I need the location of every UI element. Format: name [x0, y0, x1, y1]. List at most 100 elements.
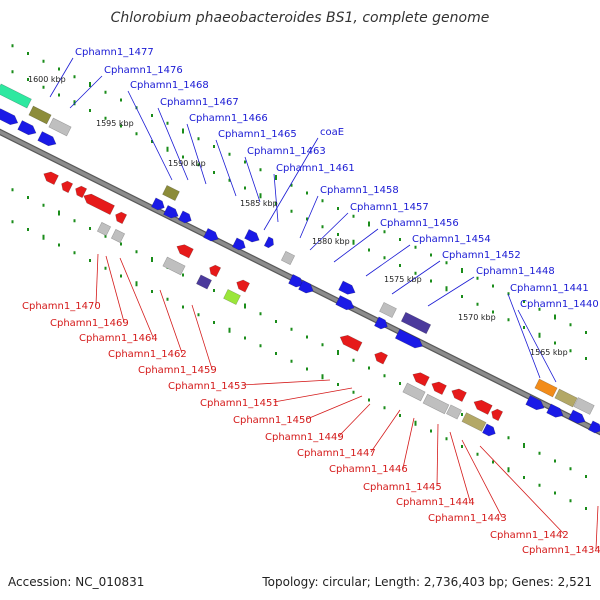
scale-tick — [213, 171, 215, 174]
gene-feature — [162, 184, 180, 202]
gene-feature — [231, 237, 246, 251]
label-leader-lines — [49, 57, 599, 550]
scale-tick — [73, 251, 76, 255]
gene-label: Cphamn1_1444 — [396, 497, 475, 508]
scale-tick — [197, 137, 200, 141]
gene-feature — [236, 279, 251, 293]
scale-tick — [275, 320, 277, 323]
scale-tick — [259, 312, 262, 316]
leader-line — [595, 505, 599, 550]
scale-tick — [569, 467, 572, 471]
gene-feature — [554, 388, 578, 408]
leader-line — [306, 395, 363, 420]
gene-label: Cphamn1_1463 — [247, 146, 326, 157]
scale-tick — [569, 323, 572, 327]
leader-line — [402, 417, 415, 469]
scale-tick — [89, 259, 91, 262]
leader-line — [461, 439, 503, 518]
gene-feature — [195, 274, 213, 290]
leader-line — [127, 90, 173, 181]
gene-label: Cphamn1_1450 — [233, 415, 312, 426]
scale-tick — [337, 207, 339, 210]
scale-tick — [58, 210, 60, 216]
scale-tick — [27, 228, 29, 231]
gene-label: Cphamn1_1451 — [200, 398, 279, 409]
scale-tick — [104, 116, 107, 120]
scale-tick — [306, 367, 308, 371]
scale-tick — [290, 183, 293, 187]
scale-tick — [151, 290, 153, 293]
gene-label: Cphamn1_1443 — [428, 513, 507, 524]
gene-label: Cphamn1_1461 — [276, 163, 355, 174]
scale-tick — [11, 188, 14, 192]
gene-label: Cphamn1_1446 — [329, 464, 408, 475]
leader-line — [69, 75, 103, 109]
gene-feature — [338, 280, 356, 295]
gene-feature — [150, 197, 165, 211]
scale-tick — [321, 374, 324, 380]
scale-tick — [430, 279, 432, 283]
gene-label: Cphamn1_1466 — [189, 113, 268, 124]
scale-tick — [73, 75, 76, 79]
scale-tick — [368, 248, 370, 252]
scale-tick — [414, 420, 417, 426]
scale-tick — [554, 341, 556, 345]
scale-tick — [120, 274, 122, 278]
scale-tick — [399, 264, 401, 267]
scale-tick — [445, 286, 448, 292]
scale-tick — [399, 414, 401, 417]
leader-line — [479, 445, 565, 535]
scale-tick — [445, 437, 448, 441]
leader-line — [241, 379, 331, 386]
scale-tick — [228, 178, 231, 182]
leader-line — [157, 107, 189, 181]
scale-tick — [58, 243, 60, 247]
gene-label: Cphamn1_1458 — [320, 185, 399, 196]
scale-tick — [306, 191, 308, 195]
scale-tick — [213, 321, 215, 324]
scale-tick — [321, 199, 324, 203]
scale-tick — [42, 85, 45, 89]
gene-feature — [110, 228, 126, 244]
scale-tick — [73, 100, 76, 106]
scale-tick — [290, 209, 293, 213]
scale-tick — [383, 406, 386, 410]
scale-tick — [228, 152, 231, 156]
scale-tick — [538, 483, 541, 487]
scale-tick — [306, 217, 308, 221]
gene-feature — [96, 221, 112, 237]
leader-line — [263, 137, 319, 231]
scale-tick — [352, 390, 355, 394]
gene-feature — [394, 328, 423, 349]
gene-label: Cphamn1_1434 — [522, 545, 600, 556]
leader-line — [299, 195, 319, 239]
gene-feature — [209, 264, 222, 278]
scale-tick — [538, 307, 541, 311]
scale-tick — [275, 202, 277, 205]
scale-tick — [399, 382, 401, 385]
gene-label: Cphamn1_1469 — [50, 318, 129, 329]
scale-label: 1575 kbp — [384, 275, 422, 284]
gene-feature — [244, 228, 260, 243]
scale-tick — [306, 335, 308, 339]
scale-tick — [11, 44, 14, 48]
scale-tick — [244, 336, 246, 340]
gene-label: Cphamn1_1468 — [130, 80, 209, 91]
scale-tick — [569, 499, 572, 503]
scale-tick — [290, 359, 293, 363]
scale-tick — [368, 366, 370, 370]
scale-tick — [383, 374, 386, 378]
scale-tick — [507, 292, 510, 296]
scale-tick — [352, 239, 355, 245]
gene-feature — [163, 204, 179, 219]
scale-tick — [120, 242, 122, 246]
scale-tick — [585, 331, 587, 334]
scale-tick — [337, 350, 339, 355]
scale-tick — [430, 253, 432, 257]
leader-line — [365, 244, 411, 277]
scale-tick — [89, 227, 91, 230]
scale-tick — [120, 98, 122, 102]
scale-tick — [585, 507, 587, 510]
scale-tick — [151, 140, 153, 143]
scale-tick — [42, 203, 45, 207]
